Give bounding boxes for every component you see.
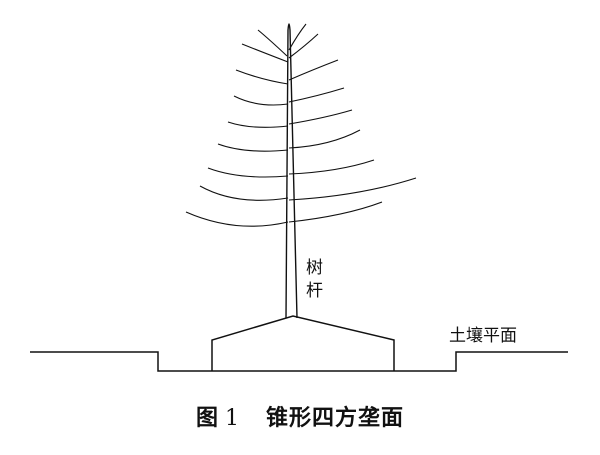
tree-trunk xyxy=(285,23,298,319)
branch-right-3 xyxy=(288,87,345,103)
branch-right-6 xyxy=(288,159,375,175)
caption-prefix: 图 xyxy=(195,406,219,431)
soil-plane-label: 土壤平面 xyxy=(449,325,517,346)
caption-number: 1 xyxy=(225,406,240,431)
branch-right-2 xyxy=(288,59,339,81)
branch-right-1b xyxy=(288,23,307,51)
trunk-label-line2: 杆 xyxy=(306,281,323,301)
branch-right-4 xyxy=(288,109,353,125)
branch-right-7 xyxy=(288,177,417,201)
branch-left-5 xyxy=(217,143,289,152)
branch-right-8 xyxy=(288,201,383,223)
branch-right-1 xyxy=(288,33,319,59)
trunk-label-line1: 树 xyxy=(306,258,323,278)
branch-left-1b xyxy=(257,29,288,57)
branch-left-7 xyxy=(199,185,289,201)
branch-left-8 xyxy=(185,211,289,227)
caption-title: 锥形四方垄面 xyxy=(266,406,405,431)
branch-left-1 xyxy=(241,43,289,63)
branch-left-2 xyxy=(235,69,289,85)
tree-branches xyxy=(185,23,417,227)
branch-left-3 xyxy=(233,95,289,106)
cone-ridge-outline xyxy=(211,315,395,371)
branch-right-5 xyxy=(288,129,361,149)
soil-surface-line xyxy=(30,351,568,372)
branch-left-4 xyxy=(227,121,289,128)
branch-left-6 xyxy=(207,167,289,178)
